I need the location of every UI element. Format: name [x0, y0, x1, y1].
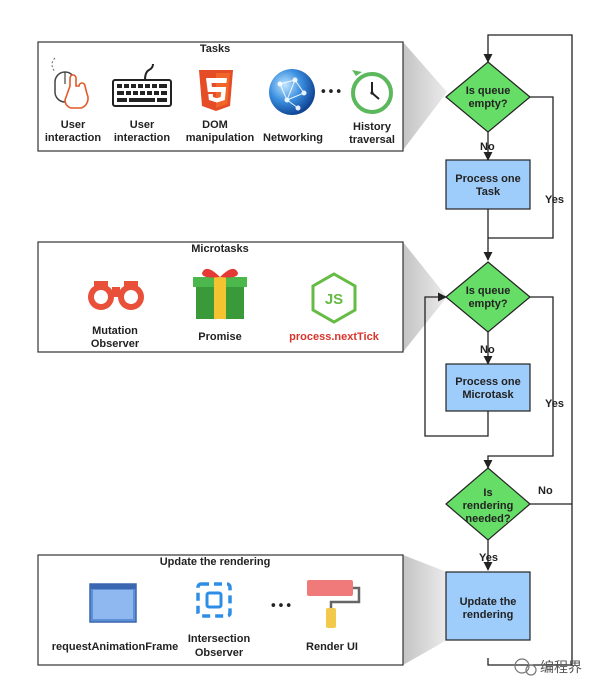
- svg-text:empty?: empty?: [468, 298, 507, 310]
- task-item-3-line2: manipulation: [186, 132, 255, 144]
- svg-text:JS: JS: [325, 291, 343, 308]
- svg-text:empty?: empty?: [468, 98, 507, 110]
- task-item-4-line1: Networking: [263, 132, 323, 144]
- task-item-1-line2: interaction: [45, 132, 102, 144]
- task-item-5-line1: History: [353, 121, 392, 133]
- edge-label-yes-3: Yes: [479, 552, 498, 564]
- watermark: 编程界: [514, 658, 582, 676]
- task-item-1-line1: User: [61, 119, 86, 131]
- flow-edges: [424, 34, 573, 666]
- microtask-item-2-line1: Promise: [198, 331, 241, 343]
- task-item-2-line1: User: [130, 119, 155, 131]
- edge-label-no-3: No: [538, 485, 553, 497]
- edge-label-yes-2: Yes: [545, 398, 564, 410]
- task-item-2-line2: interaction: [114, 132, 171, 144]
- decision-queue-empty-2: Is queue empty?: [445, 261, 531, 333]
- decision-queue-empty-1: Is queue empty?: [445, 61, 531, 133]
- svg-text:rendering: rendering: [463, 609, 514, 621]
- edge-d1-yes: [488, 96, 554, 239]
- svg-text:Task: Task: [476, 186, 501, 198]
- microtask-item-3-line1: process.nextTick: [289, 331, 380, 343]
- process-update-rendering: Update the rendering: [445, 571, 531, 641]
- svg-text:Process one: Process one: [455, 376, 520, 388]
- nodejs-icon: JS: [311, 272, 357, 324]
- edge-p2-loop: [424, 292, 489, 437]
- intersection-icon: [196, 582, 232, 618]
- edge-label-no-2: No: [480, 344, 495, 356]
- history-clock-icon: [351, 70, 393, 114]
- html5-icon: [199, 70, 233, 111]
- svg-text:Update the: Update the: [460, 596, 517, 608]
- edge-d2-yes: [483, 296, 554, 469]
- binoculars-icon: [88, 281, 144, 310]
- rendering-item-2-line1: Intersection: [188, 633, 251, 645]
- tasks-panel: Tasks User interaction User interaction: [37, 41, 447, 152]
- microtask-item-1-line2: Observer: [91, 338, 140, 350]
- keyboard-icon: [112, 63, 172, 107]
- tasks-panel-fan: [403, 42, 447, 150]
- edge-outer-loop: [483, 34, 573, 666]
- rendering-item-1-line1: requestAnimationFrame: [52, 641, 179, 653]
- svg-text:Microtask: Microtask: [462, 389, 514, 401]
- edge-label-yes-1: Yes: [545, 194, 564, 206]
- rendering-item-3-line1: Render UI: [306, 641, 358, 653]
- process-one-microtask: Process one Microtask: [445, 363, 531, 412]
- svg-text:Is queue: Is queue: [466, 285, 511, 297]
- process-one-task: Process one Task: [445, 159, 531, 210]
- edge-label-no-1: No: [480, 141, 495, 153]
- tasks-panel-title: Tasks: [200, 43, 230, 55]
- window-frame-icon: [89, 583, 137, 623]
- mouse-click-icon: [51, 57, 89, 109]
- rendering-panel-fan: [403, 555, 447, 665]
- rendering-panel: Update the rendering requestAnimationFra…: [37, 554, 447, 666]
- svg-text:编程界: 编程界: [540, 660, 582, 676]
- svg-text:Process one: Process one: [455, 173, 520, 185]
- decision-rendering-needed: Is rendering needed?: [445, 467, 531, 541]
- task-item-5-line2: traversal: [349, 134, 395, 146]
- rendering-item-2-line2: Observer: [195, 647, 244, 659]
- svg-text:needed?: needed?: [465, 513, 511, 525]
- svg-text:Is queue: Is queue: [466, 85, 511, 97]
- microtasks-panel: Microtasks Mutation Observer Promise JS: [37, 241, 447, 353]
- globe-network-icon: [269, 69, 315, 115]
- tasks-ellipsis: •••: [319, 85, 342, 100]
- microtask-item-1-line1: Mutation: [92, 325, 138, 337]
- task-item-3-line1: DOM: [202, 119, 228, 131]
- gift-icon: [193, 268, 247, 319]
- rendering-ellipsis: •••: [269, 599, 292, 614]
- svg-text:Is: Is: [483, 487, 492, 499]
- svg-text:rendering: rendering: [463, 500, 514, 512]
- microtasks-panel-title: Microtasks: [191, 243, 248, 255]
- paint-roller-icon: [307, 580, 361, 628]
- rendering-panel-title: Update the rendering: [160, 556, 271, 568]
